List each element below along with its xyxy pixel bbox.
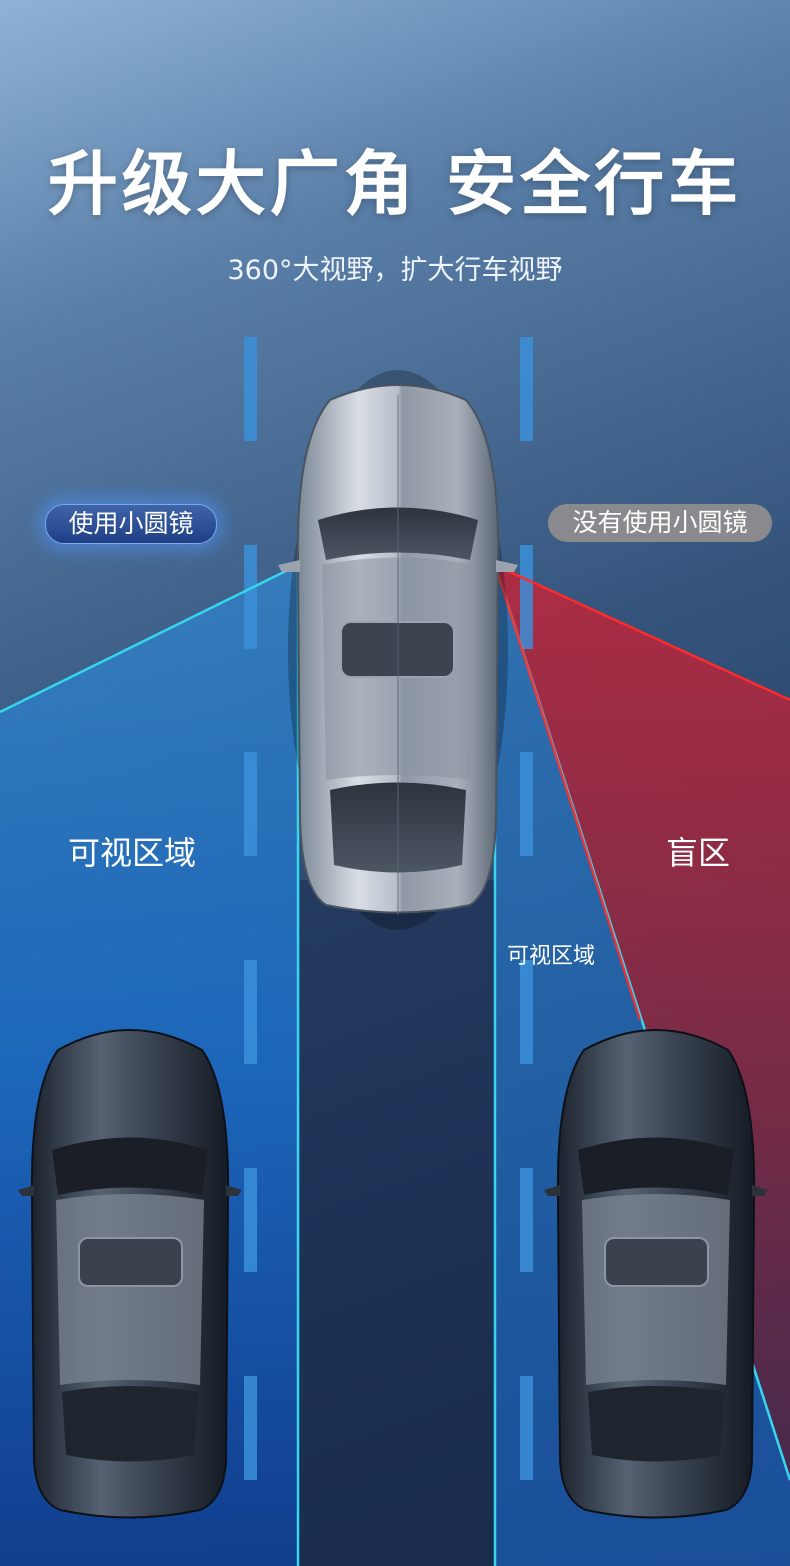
visible-zone-label-left: 可视区域 — [68, 834, 197, 872]
subheadline: 360°大视野，扩大行车视野 — [227, 255, 563, 286]
headline: 升级大广角 安全行车 — [47, 143, 743, 225]
without-mirror-badge: 没有使用小圆镜 — [548, 504, 772, 542]
dark-sedan-icon — [18, 1029, 242, 1519]
silver-sedan-icon — [278, 370, 518, 930]
blind-spot-label: 盲区 — [666, 834, 731, 872]
center-lane — [300, 880, 496, 1566]
sight-line-left — [0, 563, 299, 714]
blind-line-lower — [493, 564, 642, 1021]
dark-sedan-icon — [544, 1029, 768, 1519]
blind-line-upper — [494, 563, 790, 702]
with-mirror-badge: 使用小圆镜 — [45, 504, 217, 544]
lane-markings — [244, 337, 533, 1480]
visible-zone-label-mid: 可视区域 — [507, 944, 596, 969]
